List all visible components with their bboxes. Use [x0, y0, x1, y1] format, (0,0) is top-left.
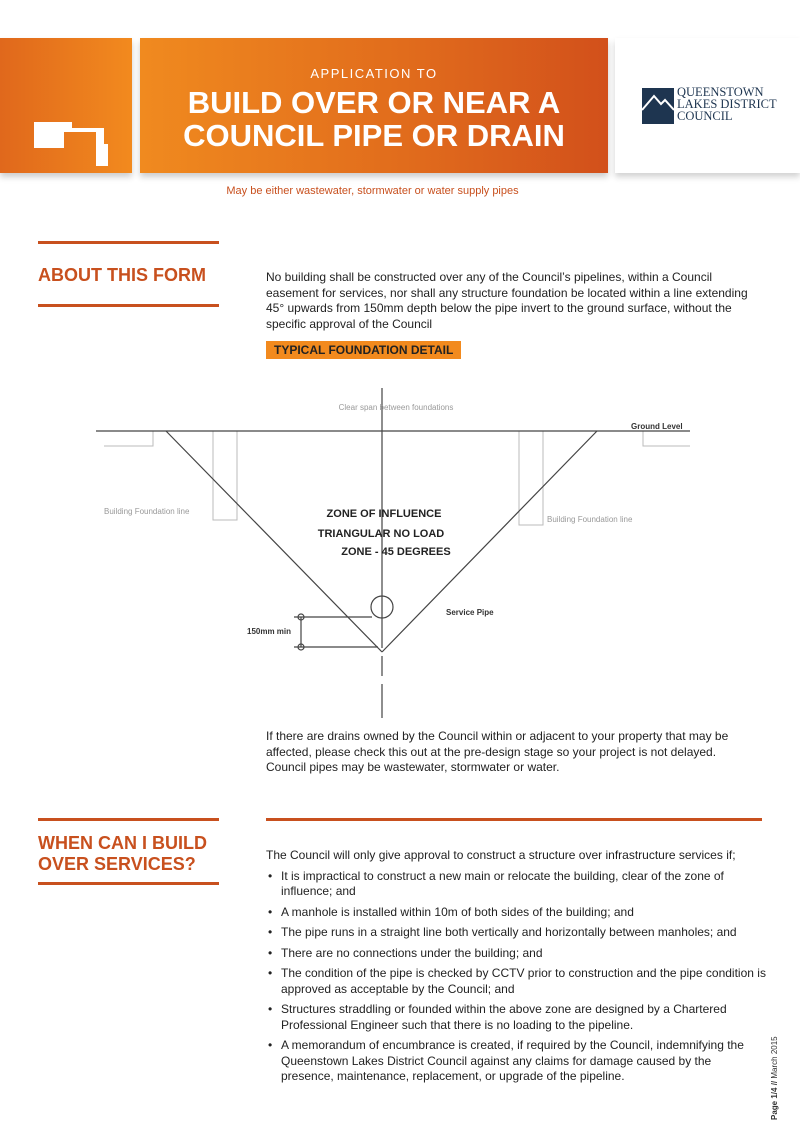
subtitle: May be either wastewater, stormwater or …	[226, 185, 519, 197]
pipe-icon	[34, 122, 108, 166]
divider	[266, 818, 762, 821]
service-pipe-label: Service Pipe	[446, 608, 494, 617]
foundation-left-label: Building Foundation line	[104, 507, 190, 516]
divider	[38, 818, 219, 821]
pretitle: APPLICATION TO	[310, 66, 438, 81]
about-paragraph: No building shall be constructed over an…	[266, 270, 748, 331]
right-45-line	[381, 430, 598, 653]
foundation-detail-badge: TYPICAL FOUNDATION DETAIL	[266, 341, 462, 359]
right-step-line	[642, 431, 690, 447]
divider	[38, 241, 219, 244]
conditions-list: It is impractical to construct a new mai…	[266, 869, 766, 1085]
left-step-line	[104, 431, 154, 447]
foundation-diagram: Clear span between foundations Ground Le…	[96, 388, 690, 718]
mountain-icon	[642, 88, 674, 124]
clear-span-label: Clear span between foundations	[339, 403, 454, 412]
list-item: A manhole is installed within 10m of bot…	[266, 905, 766, 921]
ground-level-label: Ground Level	[631, 422, 683, 431]
pipe-logo-block	[0, 38, 132, 173]
section-heading-about: ABOUT THIS FORM	[38, 265, 206, 285]
list-item: Structures straddling or founded within …	[266, 1002, 766, 1033]
list-item: A memorandum of encumbrance is created, …	[266, 1038, 766, 1085]
zone-label: ZONE - 45 DEGREES	[341, 546, 450, 558]
zone-label: TRIANGULAR NO LOAD	[318, 528, 445, 540]
left-45-line	[165, 430, 383, 653]
right-foundation	[518, 431, 544, 526]
divider	[38, 304, 219, 307]
when-intro: The Council will only give approval to c…	[266, 848, 736, 862]
foundation-right-label: Building Foundation line	[547, 515, 633, 524]
when-section: The Council will only give approval to c…	[266, 848, 766, 1090]
list-item: The condition of the pipe is checked by …	[266, 966, 766, 997]
divider	[38, 882, 219, 885]
list-item: The pipe runs in a straight line both ve…	[266, 925, 766, 941]
page-footer: Page 1/4 // March 2015	[770, 1036, 779, 1120]
drains-paragraph: If there are drains owned by the Council…	[266, 729, 729, 774]
list-item: There are no connections under the build…	[266, 946, 766, 962]
zone-label: ZONE OF INFLUENCE	[327, 508, 442, 520]
left-foundation	[212, 431, 238, 521]
service-pipe	[370, 595, 394, 619]
list-item: It is impractical to construct a new mai…	[266, 869, 766, 900]
depth-label: 150mm min	[247, 627, 291, 636]
